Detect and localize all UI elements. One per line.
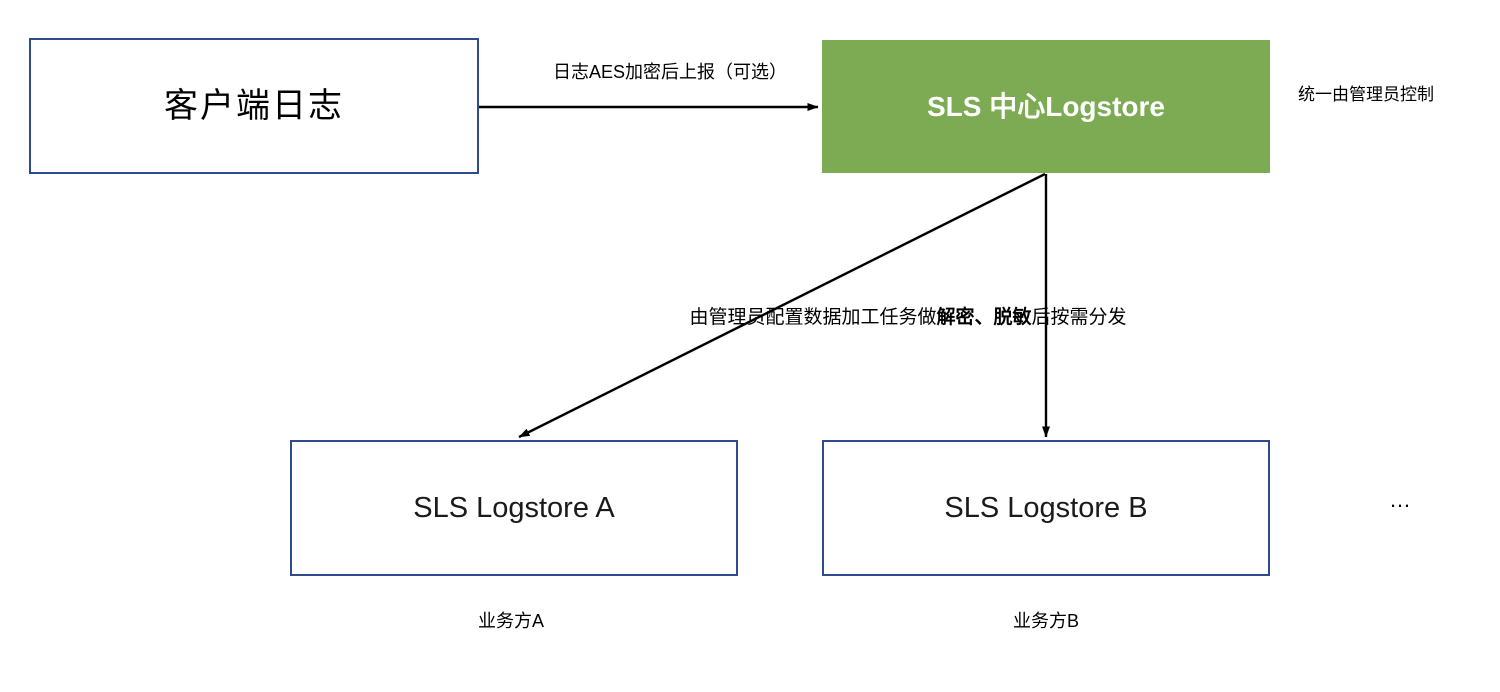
edge-label-client-to-center: 日志AES加密后上报（可选）: [552, 62, 788, 82]
more-items-ellipsis: …: [1389, 487, 1412, 512]
edge-label-prefix: 由管理员配置数据加工任务做: [689, 307, 937, 328]
edge-label-suffix: 后按需分发: [1031, 307, 1127, 328]
node-sls-logstore-b-label: SLS Logstore B: [944, 491, 1148, 524]
node-client-log-label: 客户端日志: [164, 86, 344, 125]
edge-label-bold-segment: 解密、脱敏: [936, 307, 1032, 328]
node-sls-logstore-a[interactable]: SLS Logstore A: [290, 440, 738, 576]
arrow-center-to-logstore-a: [518, 172, 1046, 439]
node-sls-logstore-a-label: SLS Logstore A: [413, 491, 615, 524]
node-sls-logstore-b[interactable]: SLS Logstore B: [822, 440, 1270, 576]
annotation-admin-control: 统一由管理员控制: [1298, 85, 1434, 104]
node-sls-center-logstore[interactable]: SLS 中心Logstore: [822, 40, 1270, 173]
edge-label-center-to-downstream: 由管理员配置数据加工任务做解密、脱敏后按需分发: [689, 307, 1126, 330]
caption-party-a: 业务方A: [477, 611, 545, 631]
node-client-log[interactable]: 客户端日志: [29, 38, 479, 174]
node-sls-center-logstore-label: SLS 中心Logstore: [926, 90, 1165, 122]
caption-party-b: 业务方B: [1012, 611, 1080, 631]
